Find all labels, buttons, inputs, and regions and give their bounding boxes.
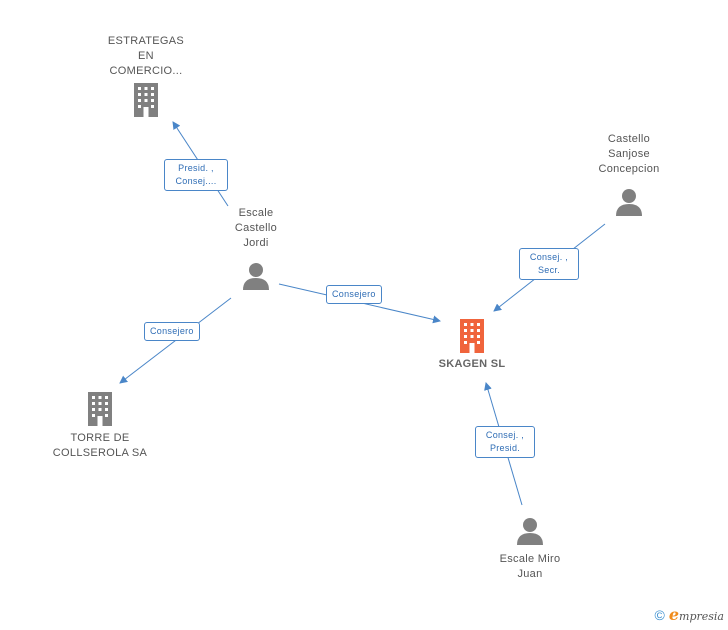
edge-label-consej-presid[interactable]: Consej. , Presid. xyxy=(475,426,535,458)
brand-logo[interactable]: empresia xyxy=(669,605,724,624)
copyright-icon: © xyxy=(654,606,665,623)
brand-initial: e xyxy=(668,605,680,624)
node-castello-sanjose[interactable]: Castello Sanjose Concepcion xyxy=(584,132,674,217)
node-skagen[interactable]: SKAGEN SL xyxy=(422,318,522,372)
node-estrategas[interactable]: ESTRATEGAS EN COMERCIO... xyxy=(98,34,194,118)
node-escale-miro[interactable]: Escale Miro Juan xyxy=(484,516,576,582)
person-icon xyxy=(616,189,642,216)
footer-brand: © empresia xyxy=(655,605,724,624)
node-label-estrategas: ESTRATEGAS EN COMERCIO... xyxy=(107,35,185,77)
building-icon xyxy=(460,319,484,353)
node-label-torre: TORRE DE COLLSEROLA SA xyxy=(52,432,148,459)
person-icon xyxy=(517,518,543,545)
node-escale-castello[interactable]: Escale Castello Jordi xyxy=(214,206,298,291)
edge-label-consejero-torre[interactable]: Consejero xyxy=(144,322,200,341)
edge-label-presid-consej[interactable]: Presid. , Consej.... xyxy=(164,159,228,191)
node-label-castello-sanjose: Castello Sanjose Concepcion xyxy=(598,133,660,175)
brand-text: mpresia xyxy=(679,610,724,623)
building-icon xyxy=(134,83,158,117)
node-torre[interactable]: TORRE DE COLLSEROLA SA xyxy=(40,391,160,461)
edge-label-consej-secr[interactable]: Consej. , Secr. xyxy=(519,248,579,280)
building-icon xyxy=(88,392,112,426)
edge-label-consejero-skagen[interactable]: Consejero xyxy=(326,285,382,304)
node-label-escale-miro: Escale Miro Juan xyxy=(499,553,561,580)
node-label-skagen: SKAGEN SL xyxy=(438,358,506,370)
person-icon xyxy=(243,263,269,290)
node-label-escale-castello: Escale Castello Jordi xyxy=(234,207,278,249)
